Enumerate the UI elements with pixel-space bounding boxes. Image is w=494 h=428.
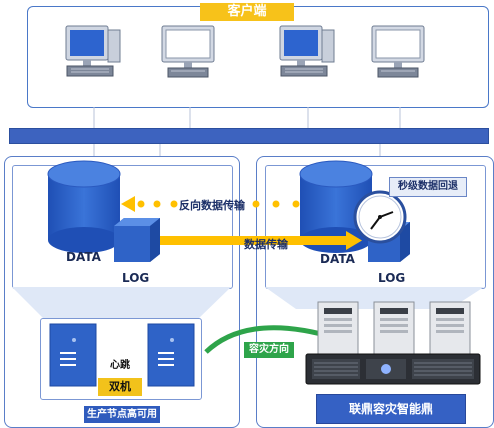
rack-appliance-icon — [305, 353, 481, 385]
client-title: 客户端 — [200, 3, 294, 21]
heartbeat-label: 心跳 — [110, 360, 130, 371]
production-data-label: DATA — [66, 250, 101, 264]
clock-icon — [353, 190, 407, 244]
server-right-icon — [147, 323, 195, 387]
tower-servers-icon — [317, 301, 471, 357]
dr-log-label: LOG — [378, 271, 406, 285]
server-left-icon — [49, 323, 97, 387]
blank-screen-computer-icon — [161, 25, 215, 78]
rollback-badge: 秒级数据回退 — [389, 177, 467, 197]
production-log-box-icon — [114, 218, 160, 262]
dr-direction-badge: 容灾方向 — [244, 342, 294, 358]
production-log-label: LOG — [122, 271, 150, 285]
dual-machine-badge: 双机 — [98, 378, 142, 396]
blue-screen-computer-icon — [65, 25, 121, 77]
ha-badge: 生产节点高可用 — [84, 406, 160, 423]
blue-screen-computer-icon — [279, 25, 335, 77]
network-bus — [9, 128, 489, 144]
transfer-label: 数据传输 — [244, 238, 288, 251]
production-data-cylinder-icon — [47, 160, 121, 253]
product-name-badge: 联鼎容灾智能鼎 — [316, 394, 466, 424]
reverse-transfer-label: 反向数据传输 — [179, 199, 245, 212]
blank-screen-computer-icon — [371, 25, 425, 78]
dr-data-label: DATA — [320, 252, 355, 266]
